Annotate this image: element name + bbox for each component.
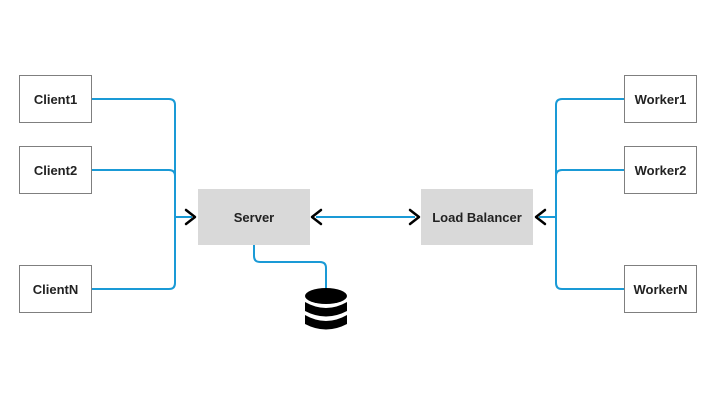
- server-node: Server: [198, 189, 310, 245]
- connector-workern-loadbalancer: [555, 217, 624, 290]
- workern-node: WorkerN: [624, 265, 697, 313]
- client1-label: Client1: [33, 91, 78, 107]
- arrowhead-loadbalancer-left: [408, 208, 421, 226]
- load-balancer-label: Load Balancer: [432, 209, 522, 225]
- connector-worker1-loadbalancer: [539, 98, 624, 218]
- client2-node: Client2: [19, 146, 92, 194]
- connector-worker2-loadbalancer: [555, 169, 624, 217]
- database-icon: [305, 288, 347, 330]
- worker2-label: Worker2: [634, 162, 687, 178]
- connector-client1-server: [92, 98, 192, 218]
- workern-label: WorkerN: [633, 281, 688, 297]
- client2-label: Client2: [33, 162, 78, 178]
- connector-server-database: [253, 245, 327, 290]
- clientn-label: ClientN: [32, 281, 79, 297]
- arrowhead-server-out: [310, 208, 323, 226]
- load-balancer-node: Load Balancer: [421, 189, 533, 245]
- worker2-node: Worker2: [624, 146, 697, 194]
- connector-clientn-server: [92, 217, 176, 290]
- arrowhead-server-in: [184, 208, 197, 226]
- clientn-node: ClientN: [19, 265, 92, 313]
- worker1-node: Worker1: [624, 75, 697, 123]
- connector-client2-server: [92, 169, 176, 217]
- arrowhead-loadbalancer-right: [534, 208, 547, 226]
- worker1-label: Worker1: [634, 91, 687, 107]
- server-label: Server: [233, 209, 275, 225]
- client1-node: Client1: [19, 75, 92, 123]
